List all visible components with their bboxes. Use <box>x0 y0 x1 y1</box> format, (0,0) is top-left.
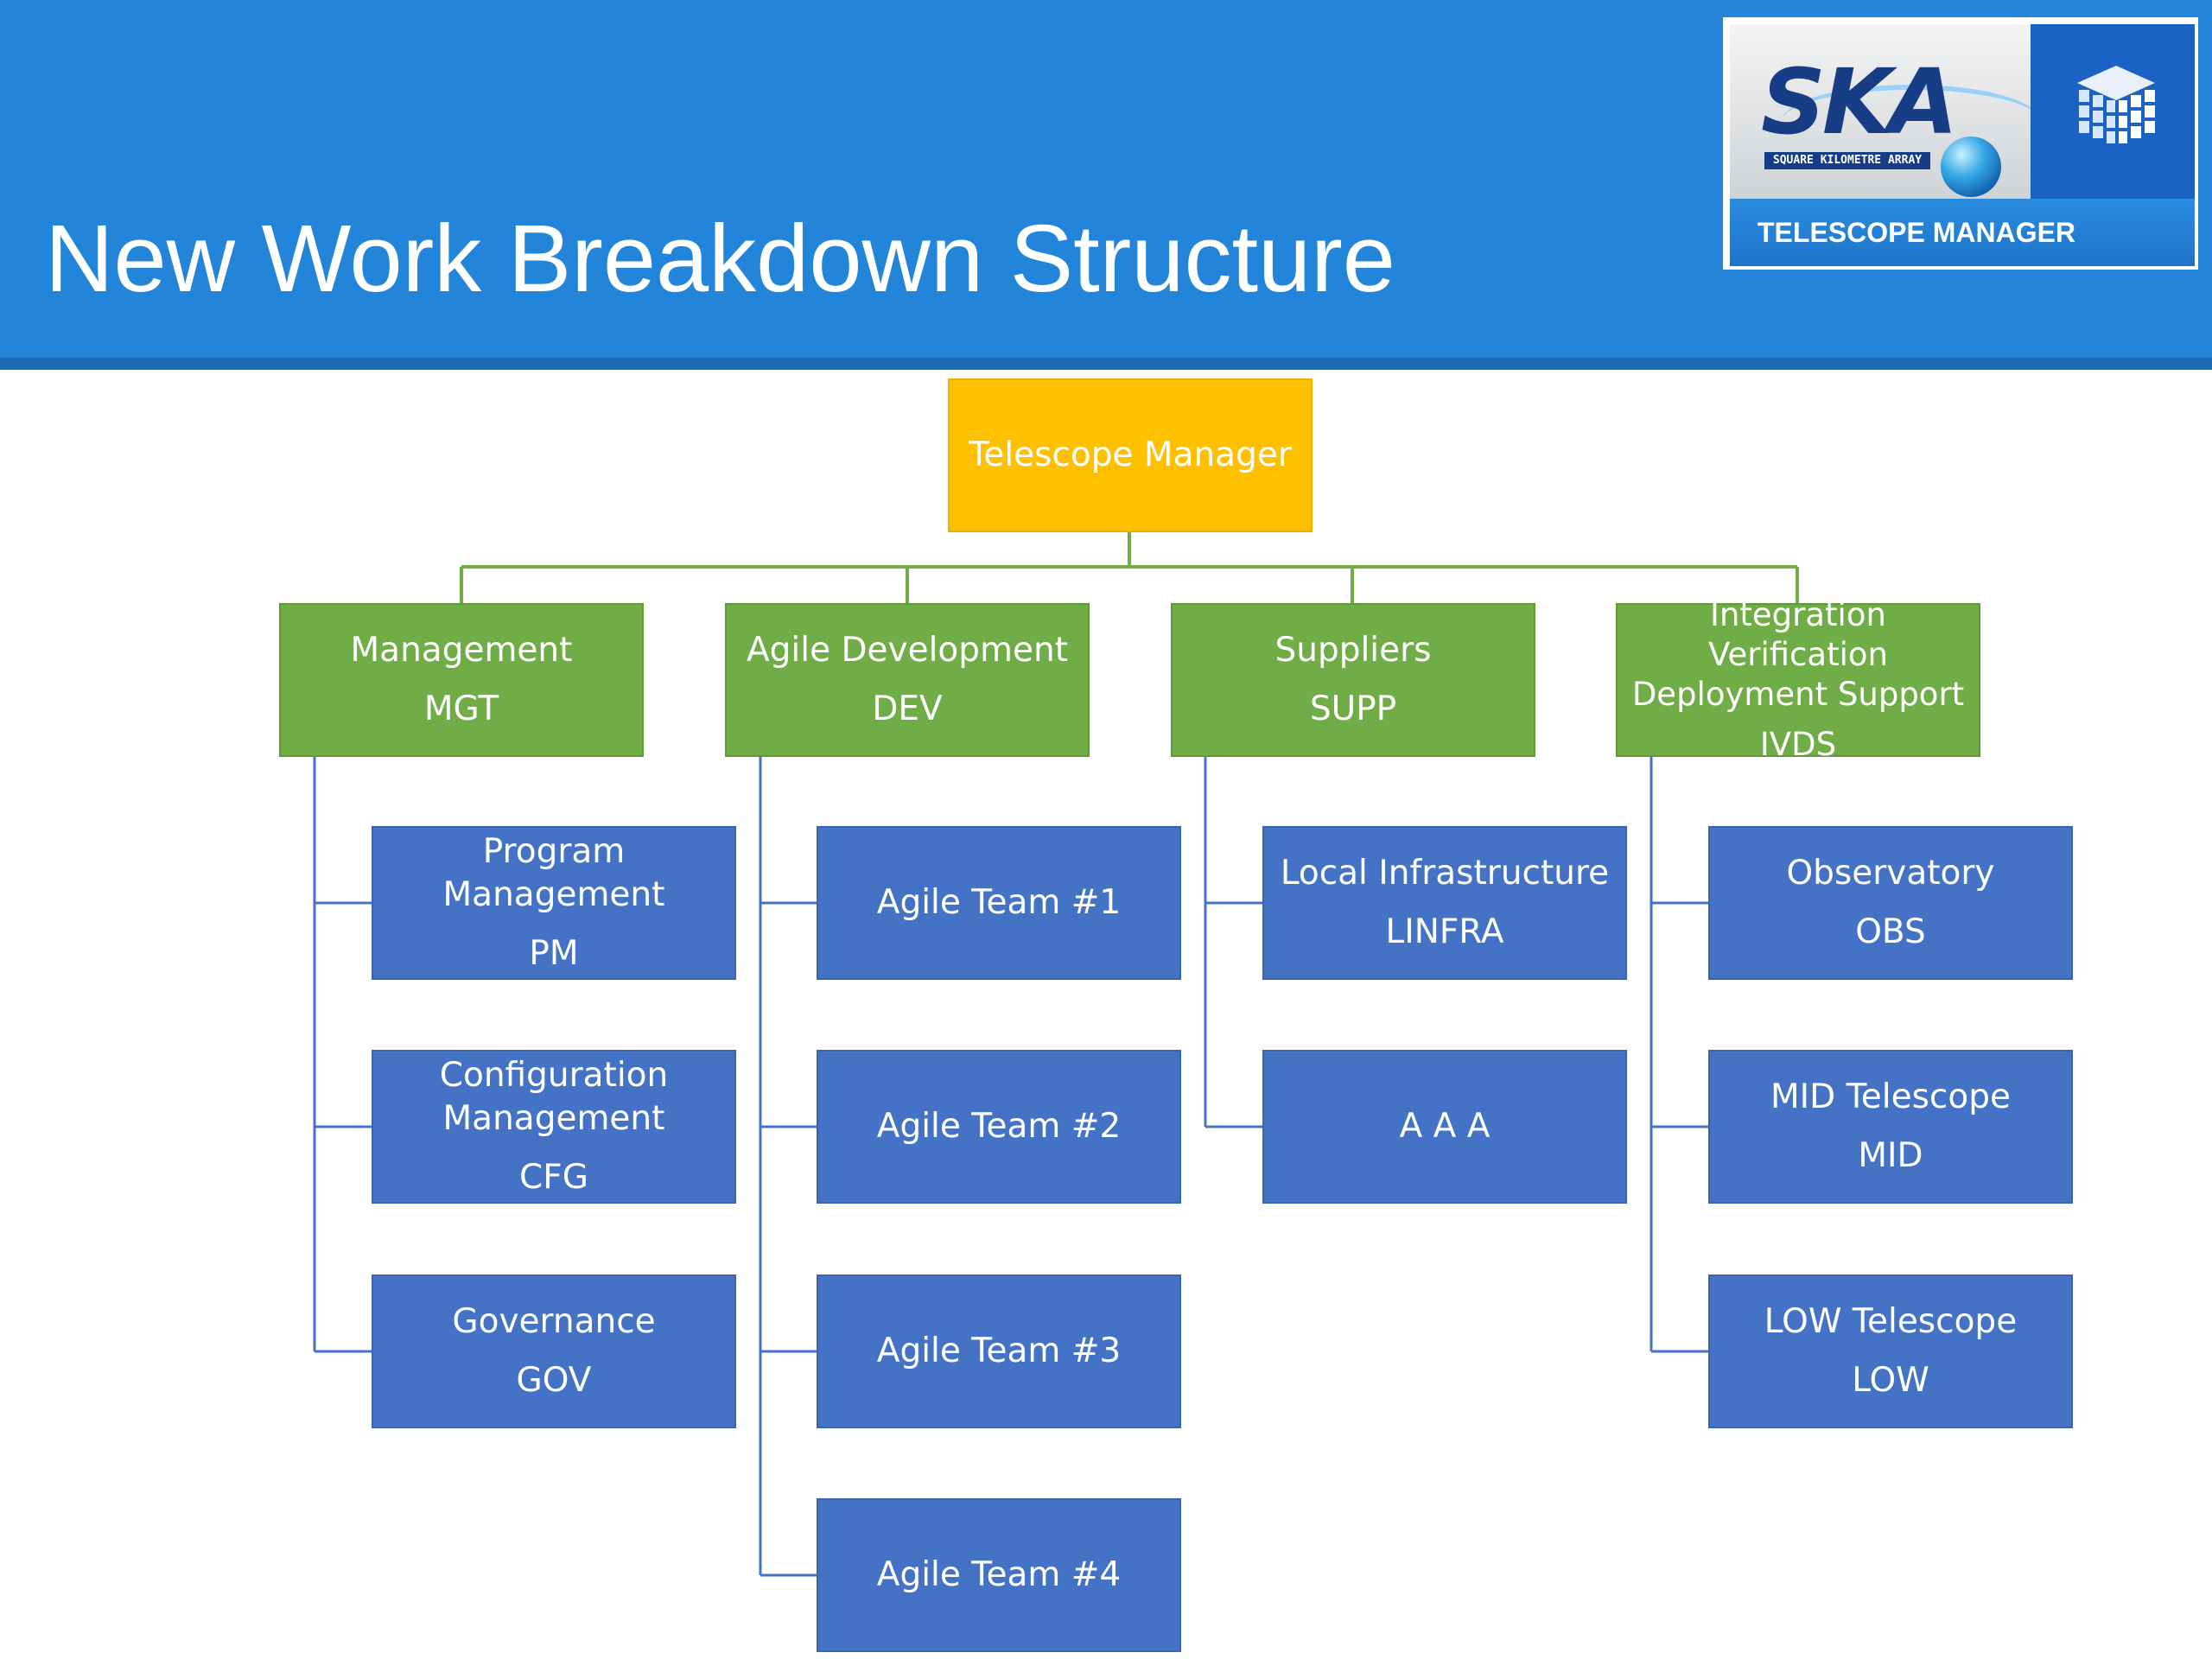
item-code: CFG <box>519 1158 588 1197</box>
level1-connectors <box>460 532 1799 603</box>
item-name: A A A <box>1399 1107 1491 1146</box>
wbs-root-telescope-manager: Telescope Manager <box>948 378 1313 532</box>
item-name: Agile Team #3 <box>876 1332 1122 1370</box>
wbs-item-agile-team-3: Agile Team #3 <box>817 1274 1181 1428</box>
item-name: Configuration Management <box>439 1056 669 1138</box>
logo-subtitle: SQUARE KILOMETRE ARRAY <box>1764 152 1930 169</box>
item-name: Agile Team #2 <box>876 1107 1122 1146</box>
level2-connectors <box>313 757 1708 1577</box>
logo-label: TELESCOPE MANAGER <box>1758 217 2076 248</box>
item-name: MID Telescope <box>1770 1077 2011 1116</box>
wbs-item-governance: Governance GOV <box>372 1274 736 1428</box>
wbs-item-low-telescope: LOW Telescope LOW <box>1708 1274 2073 1428</box>
wbs-item-agile-team-1: Agile Team #1 <box>817 826 1181 980</box>
item-code: OBS <box>1855 912 1926 951</box>
group-code: SUPP <box>1309 690 1397 728</box>
item-code: LOW <box>1852 1361 1929 1400</box>
item-code: MID <box>1858 1136 1923 1175</box>
logo-cube-panel <box>2031 24 2195 199</box>
item-name: Local Infrastructure <box>1280 854 1610 893</box>
wbs-group-agile-development: Agile Development DEV <box>725 603 1090 757</box>
group-name: Management <box>350 631 573 670</box>
wbs-item-local-infrastructure: Local Infrastructure LINFRA <box>1262 826 1627 980</box>
item-name: Observatory <box>1786 854 1995 893</box>
group-code: IVDS <box>1759 726 1837 763</box>
wbs-item-configuration-management: Configuration Management CFG <box>372 1050 736 1204</box>
cube-grid-icon <box>2077 66 2155 143</box>
logo-brand-text: SKA <box>1761 49 1958 155</box>
group-code: DEV <box>872 690 943 728</box>
logo-bottom-band <box>1730 199 2195 266</box>
wbs-item-observatory: Observatory OBS <box>1708 826 2073 980</box>
wbs-item-program-management: Program Management PM <box>372 826 736 980</box>
item-name: Agile Team #1 <box>876 883 1122 922</box>
group-code: MGT <box>423 690 499 728</box>
item-code: LINFRA <box>1385 912 1504 951</box>
wbs-group-management: Management MGT <box>279 603 644 757</box>
item-code: PM <box>529 934 579 973</box>
wbs-item-mid-telescope: MID Telescope MID <box>1708 1050 2073 1204</box>
group-name: Integration Verification Deployment Supp… <box>1631 596 1965 713</box>
slide-title: New Work Breakdown Structure <box>45 206 1395 312</box>
header-divider <box>0 358 2212 370</box>
wbs-item-agile-team-4: Agile Team #4 <box>817 1498 1181 1652</box>
item-name: Governance <box>452 1302 656 1341</box>
root-label: Telescope Manager <box>969 435 1292 474</box>
wbs-item-aaa: A A A <box>1262 1050 1627 1204</box>
wbs-group-suppliers: Suppliers SUPP <box>1171 603 1535 757</box>
globe-icon <box>1941 137 2001 197</box>
group-name: Suppliers <box>1274 631 1432 670</box>
logo-top-panel: SKA SQUARE KILOMETRE ARRAY <box>1730 24 2041 199</box>
item-name: Agile Team #4 <box>876 1555 1122 1594</box>
item-name: Program Management <box>442 832 665 914</box>
ska-telescope-manager-logo: SKA SQUARE KILOMETRE ARRAY TELESCOPE MAN… <box>1723 17 2198 270</box>
wbs-group-ivds: Integration Verification Deployment Supp… <box>1616 596 1980 763</box>
wbs-item-agile-team-2: Agile Team #2 <box>817 1050 1181 1204</box>
item-name: LOW Telescope <box>1764 1302 2018 1341</box>
item-code: GOV <box>516 1361 592 1400</box>
group-name: Agile Development <box>746 631 1069 670</box>
logo-swoosh <box>1782 85 2041 159</box>
